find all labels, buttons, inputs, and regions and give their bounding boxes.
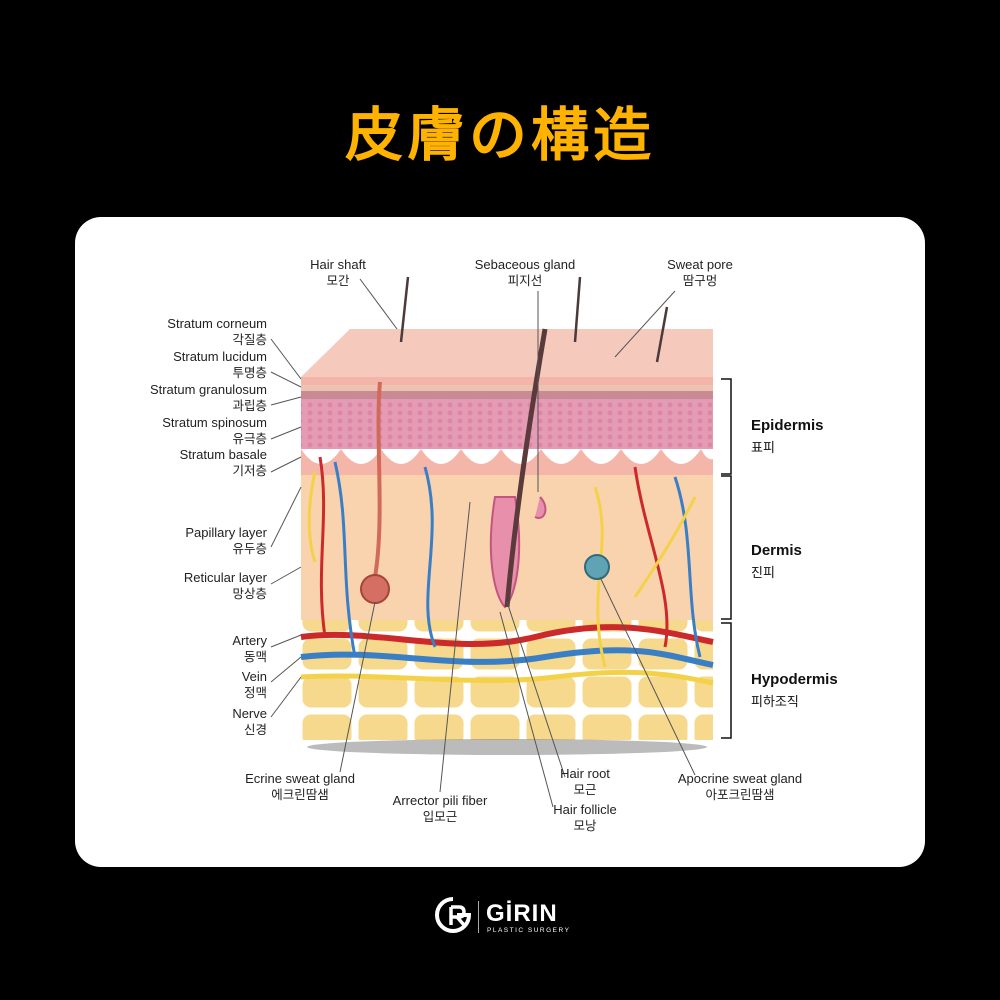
skin-illustration bbox=[270, 276, 732, 808]
girin-logo-icon bbox=[435, 897, 472, 933]
brand-subtitle: PLASTIC SURGERY bbox=[487, 927, 571, 934]
brand-logo bbox=[0, 895, 1000, 937]
hair-shaft-shape bbox=[504, 328, 548, 608]
page-title: 皮膚の構造 bbox=[344, 101, 655, 169]
apocrine-gland-shape bbox=[584, 554, 610, 580]
ecrine-gland-shape bbox=[360, 574, 390, 604]
skin-surface-top bbox=[301, 329, 713, 377]
brand-divider bbox=[478, 901, 479, 933]
brand-name: GİRIN bbox=[486, 900, 558, 927]
